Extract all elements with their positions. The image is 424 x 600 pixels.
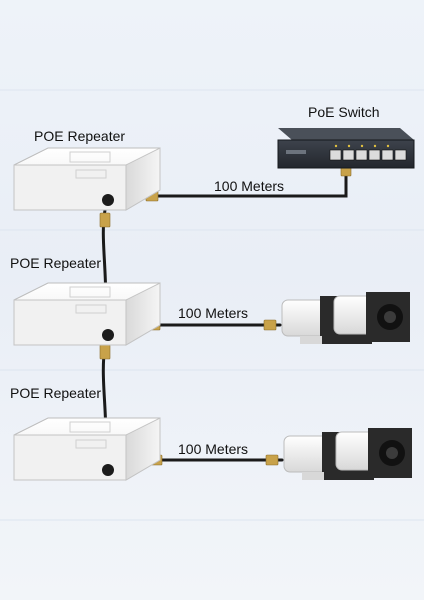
camera-2b xyxy=(335,428,412,478)
background-lines xyxy=(0,89,424,521)
cable-switch-to-repeater-1 xyxy=(156,168,348,198)
repeater-2-label: POE Repeater xyxy=(10,255,102,271)
repeater-3-label: POE Repeater xyxy=(10,385,102,401)
camera-group-2 xyxy=(283,428,412,480)
distance-label-2: 100 Meters xyxy=(178,305,249,321)
repeater-2-device xyxy=(13,282,161,346)
switch-leds xyxy=(334,144,390,148)
poe-switch xyxy=(277,128,415,169)
repeater-3-device xyxy=(13,417,161,481)
repeater-1-device xyxy=(13,147,161,211)
distance-label-3: 100 Meters xyxy=(178,441,249,457)
poe-switch-label: PoE Switch xyxy=(308,104,380,120)
repeater-1-label: POE Repeater xyxy=(34,128,126,144)
camera-group-1 xyxy=(281,292,410,344)
switch-ports xyxy=(329,149,407,161)
camera-1b xyxy=(333,292,410,342)
distance-label-1: 100 Meters xyxy=(214,178,285,194)
